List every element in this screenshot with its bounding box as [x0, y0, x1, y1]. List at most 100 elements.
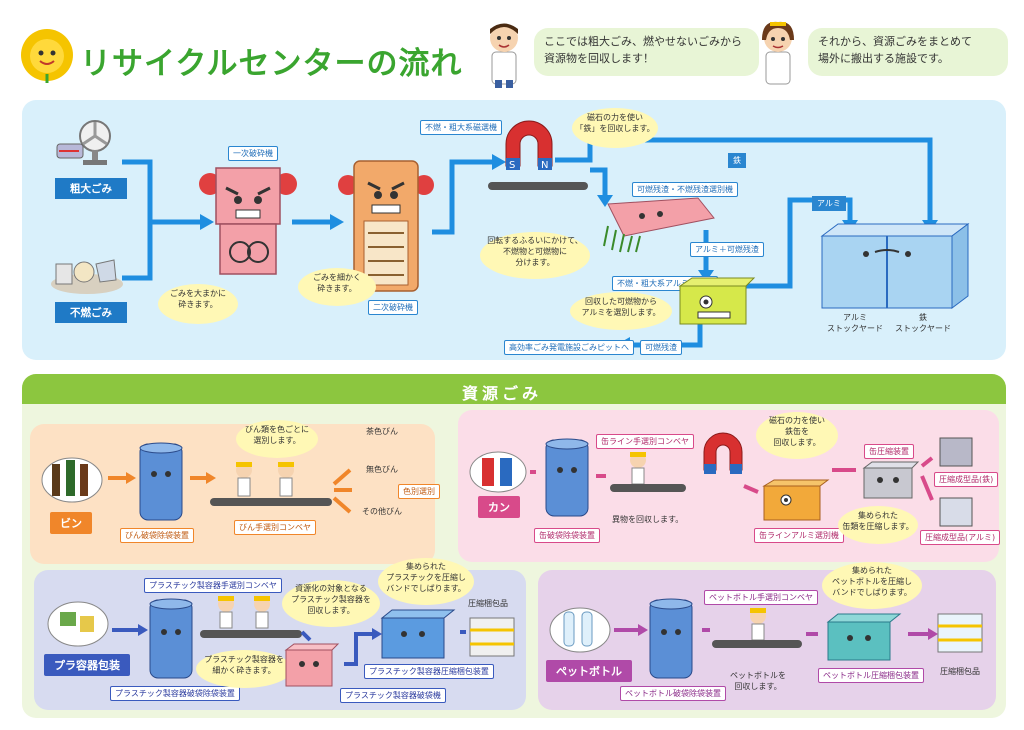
pet-tag: ペットボトル — [546, 660, 632, 682]
can-press-icon — [860, 460, 920, 500]
can-worker-icon — [610, 450, 686, 496]
aluminum-separator-icon — [676, 276, 756, 328]
pet-bale-icon — [934, 608, 986, 656]
crusher2-note: ごみを細かく 砕きます。 — [298, 268, 376, 306]
pet-worker-icon — [712, 606, 802, 652]
plastic-press-icon — [378, 606, 458, 660]
crusher1-note-line1: ごみを大まかに — [170, 289, 226, 298]
mascot-girl-icon — [752, 18, 804, 90]
magnet-note: 磁石の力を使い 「鉄」を回収します。 — [572, 108, 658, 148]
bubble-left-line1: ここでは粗大ごみ、燃やせないごみから — [544, 35, 742, 48]
bubble-right-line1: それから、資源ごみをまとめて — [818, 35, 972, 48]
can-magnet-note-line1: 磁石の力を使い — [769, 416, 825, 425]
input-bulky-waste: 粗大ごみ — [55, 178, 127, 199]
plastic-conveyor-note-line2: プラスチック製容器を — [291, 595, 371, 604]
bottle-conveyor-label: びん手選別コンベヤ — [234, 520, 316, 535]
alsep-note-line2: アルミを選別します。 — [581, 308, 661, 317]
alsep-note: 回収した可燃物から アルミを選別します。 — [570, 292, 672, 330]
alsep-note-line1: 回収した可燃物から — [585, 297, 657, 306]
magnet-icon: S N — [500, 118, 558, 176]
plastic-sort-workers-icon — [200, 594, 302, 644]
magnet-note-line1: 磁石の力を使い — [587, 113, 643, 122]
crusher1-note: ごみを大まかに 砕きます。 — [158, 284, 238, 324]
page-title: リサイクルセンターの流れ — [80, 46, 463, 82]
can-line-label: 缶ライン手選別コンベヤ — [596, 434, 694, 449]
bottles-bag-icon — [40, 440, 104, 504]
plastic-press-label: プラスチック製容器圧縮梱包装置 — [364, 664, 494, 679]
plastic-press-note-line1: 集められた — [406, 562, 446, 571]
can-press-note-line1: 集められた — [858, 511, 898, 520]
plastic-conveyor-note-line3: 回収します。 — [307, 606, 355, 615]
crusher2-label: 二次破砕機 — [368, 300, 418, 315]
rotary-screen-icon — [598, 196, 716, 254]
bottle-color-sort-label: 色別選別 — [398, 484, 440, 499]
pet-press-note-line2: ペットボトルを圧縮し — [832, 577, 912, 586]
plastic-conveyor-label: プラスチック製容器手選別コンベヤ — [144, 578, 282, 593]
pet-bag-icon — [548, 592, 612, 654]
can-iron-block-icon — [936, 434, 976, 468]
iron-tag: 鉄 — [728, 153, 746, 168]
can-magnet-icon — [700, 432, 746, 478]
plastic-breaker-note: プラスチック製容器を 細かく砕きます。 — [196, 650, 292, 688]
residue-label: 可燃残渣 — [640, 340, 682, 355]
fan-icon — [55, 118, 117, 168]
plastic-conveyor-note-line1: 資源化の対象となる — [295, 584, 367, 593]
pet-press-label: ペットボトル圧縮梱包装置 — [818, 668, 924, 683]
plastic-press-note-line2: プラスチックを圧縮し — [386, 573, 466, 582]
can-magnet-note: 磁石の力を使い 鉄缶を 回収します。 — [756, 412, 838, 459]
bottle-sort-note-line1: びん類を色ごとに — [245, 425, 309, 434]
stockyard-icon — [820, 222, 970, 310]
can-debagger-label: 缶破袋除袋装置 — [534, 528, 600, 543]
crusher2-note-line2: 砕きます。 — [317, 284, 357, 293]
can-magnet-note-line3: 回収します。 — [773, 438, 821, 447]
mascot-sun-icon — [20, 28, 75, 83]
stock-iron-line2: ストックヤード — [895, 324, 951, 333]
can-tag: カン — [478, 496, 520, 518]
aluminum-tag: アルミ — [812, 196, 846, 211]
can-debagger-icon — [540, 436, 594, 520]
crusher2-note-line1: ごみを細かく — [313, 273, 361, 282]
speech-bubble-left: ここでは粗大ごみ、燃やせないごみから 資源物を回収します！ — [534, 28, 759, 76]
can-out-alu-label: 圧縮成型品(アルミ) — [920, 530, 1001, 545]
plastic-debagger-label: プラスチック製容器破袋除袋装置 — [110, 686, 240, 701]
plastic-breaker-note-line1: プラスチック製容器を — [204, 655, 284, 664]
plastic-press-note-line3: バンドでしばります。 — [386, 584, 466, 593]
svg-text:S: S — [509, 160, 515, 171]
speech-bubble-right: それから、資源ごみをまとめて 場外に搬出する施設です。 — [808, 28, 1008, 76]
magnet-note-line2: 「鉄」を回収します。 — [575, 124, 655, 133]
stock-alu-label: アルミ ストックヤード — [822, 312, 888, 334]
bottle-out-other: その他びん — [362, 507, 402, 516]
can-alsep-icon — [760, 478, 830, 522]
mascot-boy-icon — [478, 18, 530, 90]
bottle-sort-note: びん類を色ごとに 選別します。 — [236, 420, 318, 458]
pet-press-note-line3: バンドでしばります。 — [832, 588, 912, 597]
pet-press-note-line1: 集められた — [852, 566, 892, 575]
screen-note-line3: 分けます。 — [515, 258, 555, 267]
can-line-note: 異物を回収します。 — [612, 515, 684, 524]
pet-debagger-label: ペットボトル破袋除袋装置 — [620, 686, 726, 701]
pet-conveyor-note: ペットボトルを 回収します。 — [730, 670, 786, 692]
stock-iron-line1: 鉄 — [919, 313, 927, 322]
crusher1-label: 一次破砕機 — [228, 146, 278, 161]
crusher1-note-line2: 砕きます。 — [178, 300, 218, 309]
bottle-out-clear: 無色びん — [366, 465, 398, 474]
input-nonburnable-waste: 不燃ごみ — [55, 302, 127, 323]
primary-crusher-icon — [198, 160, 298, 278]
bottle-out-brown: 茶色びん — [366, 427, 398, 436]
bottle-sort-workers-icon — [210, 460, 332, 512]
pet-conveyor-note-line2: 回収します。 — [734, 682, 782, 691]
pit-label: 高効率ごみ発電施設ごみピットへ — [504, 340, 634, 355]
bottle-debagger-icon — [134, 440, 188, 524]
pet-conveyor-note-line1: ペットボトルを — [730, 671, 786, 680]
secondary-crusher-icon — [338, 155, 434, 295]
plastic-debagger-icon — [144, 596, 198, 682]
resource-banner — [22, 374, 1006, 404]
pet-debagger-icon — [644, 596, 698, 682]
bottle-panel — [30, 424, 435, 564]
mix-label: アルミ＋可燃残渣 — [690, 242, 764, 257]
screen-note: 回転するふるいにかけて、 不燃物と可燃物に 分けます。 — [480, 232, 590, 279]
plastic-press-note: 集められた プラスチックを圧縮し バンドでしばります。 — [378, 558, 474, 605]
can-alsep-label: 缶ラインアルミ選別機 — [754, 528, 844, 543]
plastic-conveyor-note: 資源化の対象となる プラスチック製容器を 回収します。 — [282, 580, 380, 627]
